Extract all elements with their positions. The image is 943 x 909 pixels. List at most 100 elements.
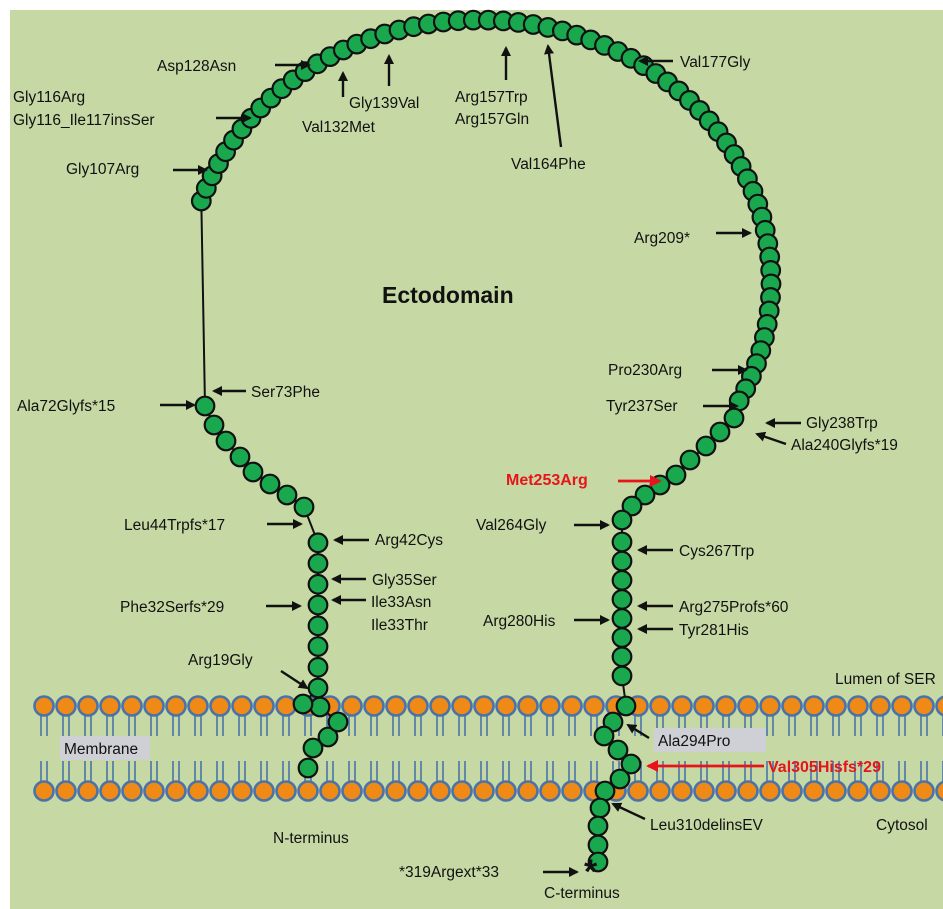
residue-bead (613, 571, 632, 590)
lipid-head (387, 697, 406, 716)
lipid-head (277, 697, 296, 716)
lipid-head (717, 782, 736, 801)
label-leu310delinsev: Leu310delinsEV (650, 817, 764, 834)
label-gly139val: Gly139Val (349, 95, 419, 112)
lipid-head (915, 697, 934, 716)
lipid-head (563, 697, 582, 716)
label-cys267trp: Cys267Trp (679, 543, 754, 560)
label-val177gly: Val177Gly (680, 54, 751, 71)
cytosol-label: Cytosol (876, 817, 928, 834)
residue-bead (196, 397, 215, 416)
label-pro230arg: Pro230Arg (608, 362, 682, 379)
lipid-head (783, 782, 802, 801)
residue-bead (613, 590, 632, 609)
lipid-head (497, 697, 516, 716)
label-met253arg: Met253Arg (506, 472, 588, 489)
residue-bead (231, 448, 250, 467)
lipid-head (519, 697, 538, 716)
lipid-head (211, 697, 230, 716)
label-asp128asn: Asp128Asn (157, 58, 236, 75)
lipid-head (651, 782, 670, 801)
lipid-head (871, 782, 890, 801)
lipid-head (299, 782, 318, 801)
lipid-heads-top (35, 697, 943, 716)
lipid-head (233, 697, 252, 716)
ectodomain-title: Ectodomain (382, 282, 514, 308)
label-arg157gln: Arg157Gln (455, 111, 529, 128)
residue-bead (613, 628, 632, 647)
lipid-head (629, 782, 648, 801)
lipid-head (211, 782, 230, 801)
label-ile33thr: Ile33Thr (371, 617, 428, 634)
residue-bead (299, 759, 318, 778)
lipid-head (871, 697, 890, 716)
label-arg209stop: Arg209* (634, 230, 690, 247)
lipid-head (453, 782, 472, 801)
lipid-head (233, 782, 252, 801)
label-ala72glyfs: Ala72Glyfs*15 (17, 398, 115, 415)
residue-bead (309, 554, 328, 573)
residue-bead (309, 658, 328, 677)
lipid-head (827, 697, 846, 716)
label-arg42cys: Arg42Cys (375, 532, 443, 549)
residue-bead (217, 432, 236, 451)
n-terminus-label: N-terminus (273, 830, 349, 847)
residue-bead (309, 617, 328, 636)
lipid-head (79, 782, 98, 801)
residue-bead (205, 416, 224, 435)
lipid-head (35, 782, 54, 801)
lipid-head (497, 782, 516, 801)
residue-bead (278, 486, 297, 505)
lipid-head (849, 697, 868, 716)
lipid-head (57, 697, 76, 716)
lipid-head (123, 782, 142, 801)
residue-bead (309, 637, 328, 656)
lipid-head (761, 697, 780, 716)
lipid-head (475, 697, 494, 716)
lipid-head (827, 782, 846, 801)
residue-bead (617, 697, 636, 716)
lumen-label: Lumen of SER (835, 671, 936, 688)
residue-bead (244, 463, 263, 482)
lipid-head (739, 697, 758, 716)
lipid-head (409, 782, 428, 801)
residue-bead (613, 552, 632, 571)
lipid-head (365, 782, 384, 801)
lipid-head (805, 697, 824, 716)
lipid-head (321, 782, 340, 801)
residue-bead (595, 727, 614, 746)
lipid-head (519, 782, 538, 801)
lipid-head (893, 782, 912, 801)
lipid-head (893, 697, 912, 716)
residue-bead (294, 695, 313, 714)
c-terminus-star: * (584, 853, 598, 891)
lipid-head (673, 697, 692, 716)
lipid-head (651, 697, 670, 716)
residue-bead (613, 648, 632, 667)
c-terminus-label: C-terminus (544, 885, 620, 902)
lipid-head (563, 782, 582, 801)
label-phe32serfs: Phe32Serfs*29 (120, 599, 224, 616)
lipid-head (101, 697, 120, 716)
label-ser73phe: Ser73Phe (251, 384, 320, 401)
label-gly116arg: Gly116Arg (13, 89, 85, 106)
lipid-head (453, 697, 472, 716)
residue-bead (309, 679, 328, 698)
lipid-head (189, 782, 208, 801)
label-val305hisfs: Val305Hisfs*29 (768, 759, 881, 776)
lipid-head (57, 782, 76, 801)
residue-bead (730, 392, 749, 411)
residue-bead (309, 534, 328, 553)
lipid-head (805, 782, 824, 801)
residue-bead (596, 782, 615, 801)
residue-bead (261, 475, 280, 494)
lipid-head (541, 782, 560, 801)
lipid-head (849, 782, 868, 801)
lipid-head (255, 782, 274, 801)
label-arg280his: Arg280His (483, 613, 556, 630)
label-tyr281his: Tyr281His (679, 622, 749, 639)
lipid-head (343, 697, 362, 716)
lipid-head (343, 782, 362, 801)
